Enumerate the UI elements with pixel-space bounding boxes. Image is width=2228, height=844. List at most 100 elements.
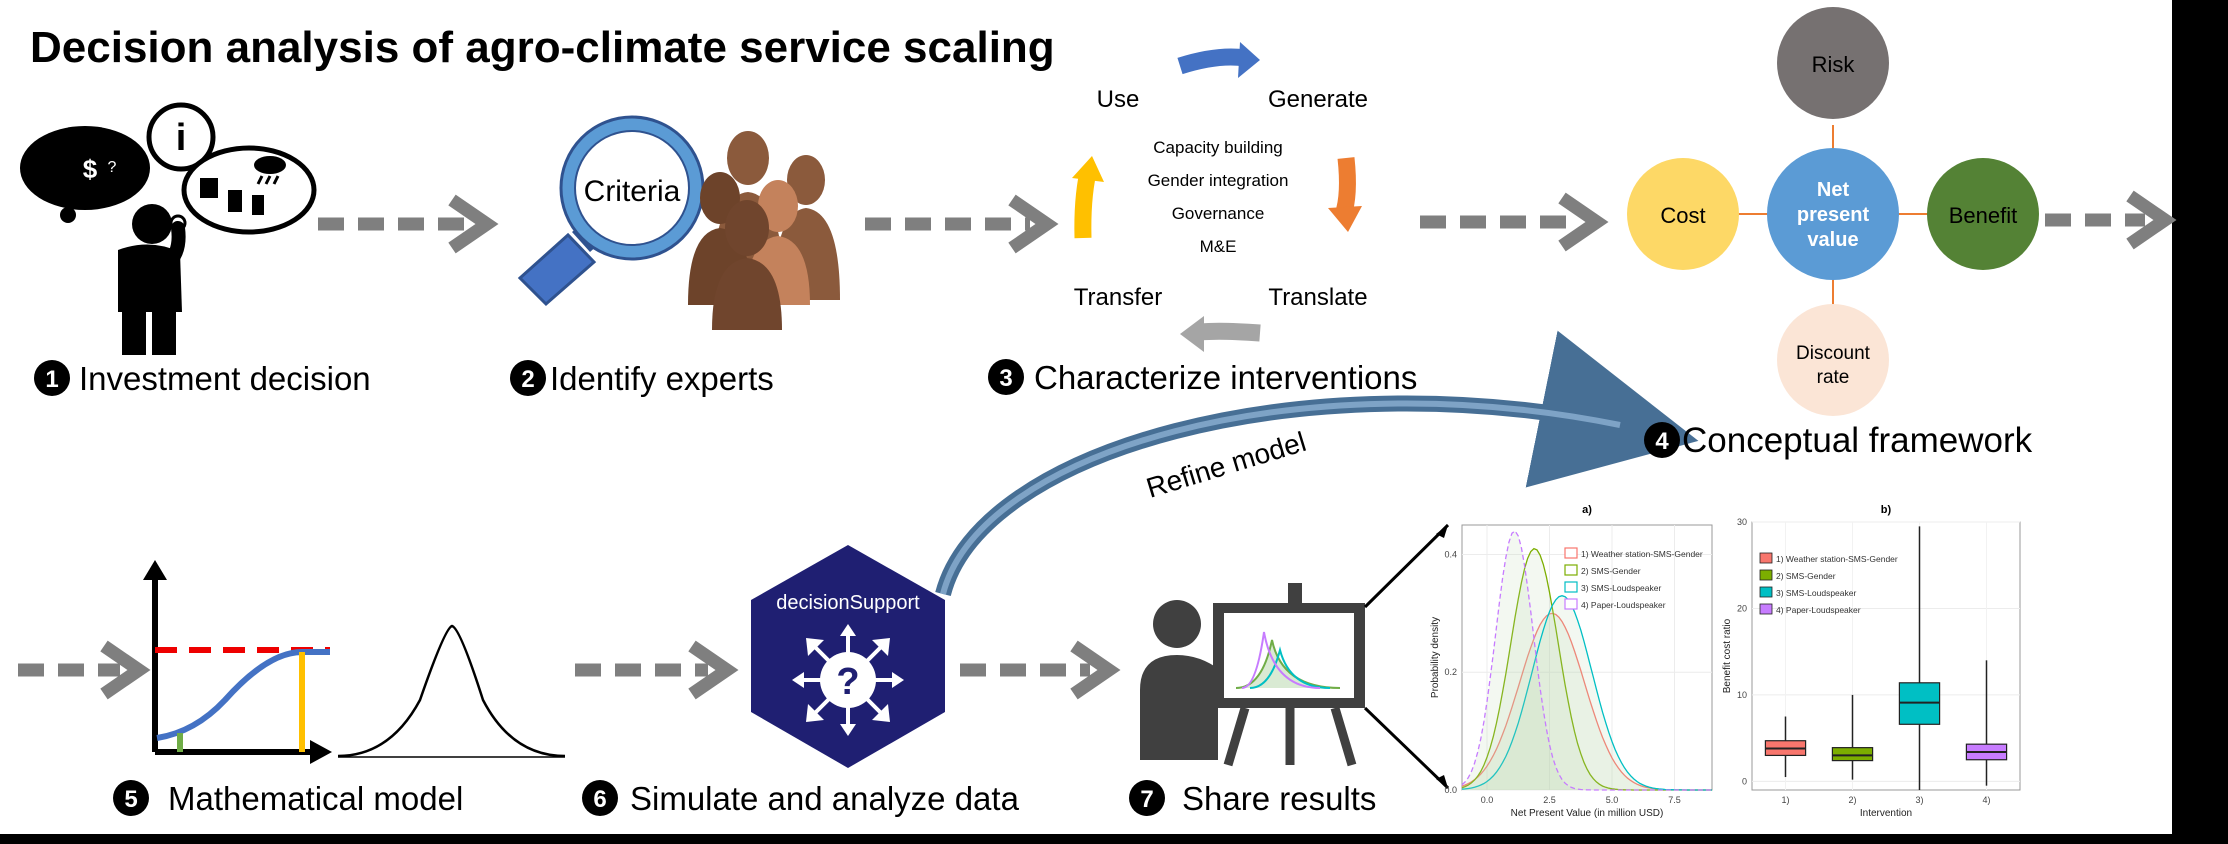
chart-a-legend-key — [1564, 598, 1578, 610]
cycle-translate: Translate — [1268, 284, 1367, 311]
chart-a-xtick: 5.0 — [1606, 795, 1619, 805]
hex-label: decisionSupport — [776, 592, 920, 614]
flow-arrow-6-7 — [960, 640, 1121, 700]
chart-b-xtick: 1) — [1781, 795, 1789, 805]
chart-a-series-fill — [1462, 548, 1712, 790]
thinking-person-icon: $ ? i — [20, 102, 317, 355]
chart-b-legend-key — [1759, 586, 1773, 598]
step-text-6: Simulate and analyze data — [630, 780, 1020, 817]
chart-b-legend-key — [1759, 603, 1773, 615]
normal-distribution-curve — [337, 624, 566, 758]
diagram-title: Decision analysis of agro-climate servic… — [30, 23, 1055, 72]
chart-b-xtick: 4) — [1982, 795, 1990, 805]
step-label-2: 2 Identify experts — [510, 360, 774, 397]
presenter-easel-icon — [1140, 523, 1450, 790]
flow-arrow-4-out — [2045, 190, 2177, 250]
cycle-use: Use — [1097, 86, 1140, 113]
chart-a-xtick: 7.5 — [1668, 795, 1681, 805]
conceptual-framework: Risk Cost Net present value Benefit Disc… — [1627, 7, 2039, 416]
chart-a-series-fill — [1462, 531, 1712, 790]
chart-a-plot-area — [1461, 524, 1713, 791]
weather-icon — [200, 156, 286, 215]
criteria-magnifier-icon: Criteria — [517, 115, 705, 307]
chart-b-ylabel: Benefit cost ratio — [1722, 618, 1733, 693]
chart-a-xlabel: Net Present Value (in million USD) — [1511, 808, 1664, 819]
chart-b-ytick: 30 — [1737, 517, 1747, 527]
mathematical-model-sketch — [143, 560, 566, 764]
step-number-2: 2 — [521, 366, 534, 393]
risk-node — [1777, 7, 1889, 119]
step-label-1: 1 Investment decision — [34, 360, 371, 397]
step-label-3: 3 Characterize interventions — [988, 359, 1417, 396]
discount-rate-node — [1777, 304, 1889, 416]
chart-a-series-fill — [1462, 613, 1712, 790]
step-number-1: 1 — [45, 366, 58, 393]
benefit-label: Benefit — [1949, 203, 2018, 228]
chart-b-ytick: 20 — [1737, 603, 1747, 613]
discount-label-2: rate — [1817, 367, 1850, 388]
flow-arrow-3-4 — [1420, 192, 1609, 252]
chart-a-ytick: 0.4 — [1444, 549, 1457, 559]
discount-label-1: Discount — [1796, 343, 1871, 364]
experts-group-icon — [688, 131, 840, 330]
chart-a-ylabel: Probability density — [1430, 617, 1441, 698]
chart-a-ytick: 0.0 — [1444, 785, 1457, 795]
npv-label-1: Net — [1817, 179, 1850, 201]
chart-a-legend-label: 4) Paper-Loudspeaker — [1581, 600, 1666, 610]
chart-b-legend-label: 2) SMS-Gender — [1776, 571, 1836, 581]
chart-b-xtick: 2) — [1848, 795, 1856, 805]
step-label-4: 4 Conceptual framework — [1644, 421, 2033, 460]
step-text-2: Identify experts — [550, 360, 774, 397]
step-text-3: Characterize interventions — [1034, 359, 1417, 396]
criteria-label: Criteria — [584, 175, 681, 208]
hex-question-mark: ? — [836, 661, 859, 703]
chart-b-box — [1831, 747, 1874, 762]
cycle-arrow-yellow — [1074, 170, 1097, 239]
chart-a-legend-label: 1) Weather station-SMS-Gender — [1581, 549, 1703, 559]
money-bag-icon: $ — [83, 154, 98, 184]
chart-a-legend-label: 3) SMS-Loudspeaker — [1581, 583, 1661, 593]
risk-label: Risk — [1812, 52, 1856, 77]
cycle-center-1: Capacity building — [1153, 138, 1282, 157]
step-text-5: Mathematical model — [168, 780, 463, 817]
step-text-1: Investment decision — [79, 360, 371, 397]
flow-arrow-in-5 — [18, 640, 151, 700]
chart-a-legend-key — [1564, 581, 1578, 593]
step-number-7: 7 — [1140, 786, 1153, 813]
cost-node — [1627, 158, 1739, 270]
cycle-arrow-orange — [1334, 157, 1356, 218]
step-label-7: 7 Share results — [1129, 780, 1376, 817]
cost-label: Cost — [1660, 203, 1705, 228]
intervention-cycle: Use Generate Transfer Translate Capacity… — [1072, 42, 1368, 352]
chart-a-series-line — [1461, 530, 1712, 791]
chart-a-legend-label: 2) SMS-Gender — [1581, 566, 1641, 576]
step-label-6: 6 Simulate and analyze data — [582, 780, 1020, 817]
chart-a-xtick: 2.5 — [1543, 795, 1556, 805]
chart-b-legend-label: 4) Paper-Loudspeaker — [1776, 605, 1861, 615]
chart-a-legend-key — [1564, 547, 1578, 559]
thought-question-mark: ? — [108, 159, 117, 176]
info-icon: i — [176, 117, 187, 159]
npv-node — [1767, 148, 1899, 280]
chart-a-xtick: 0.0 — [1481, 795, 1494, 805]
step-label-5: 5 Mathematical model — [113, 780, 463, 817]
chart-a-legend-key — [1564, 564, 1578, 576]
chart-b-xlabel: Intervention — [1860, 808, 1912, 819]
cycle-arrow-gray — [1199, 322, 1261, 342]
cycle-center-2: Gender integration — [1148, 171, 1289, 190]
cycle-arrow-blue — [1177, 48, 1247, 75]
cycle-center-4: M&E — [1200, 237, 1237, 256]
benefit-node — [1927, 158, 2039, 270]
cycle-generate: Generate — [1268, 86, 1368, 113]
cycle-center-3: Governance — [1172, 204, 1265, 223]
chart-a-title: a) — [1582, 504, 1592, 516]
flow-arrow-2-3 — [865, 194, 1059, 254]
npv-label-2: present — [1797, 204, 1870, 226]
step-text-4: Conceptual framework — [1682, 421, 2033, 460]
flow-arrow-1-2 — [318, 194, 499, 254]
chart-b-ytick: 10 — [1737, 690, 1747, 700]
decision-support-hexagon: decisionSupport ? — [751, 545, 945, 768]
